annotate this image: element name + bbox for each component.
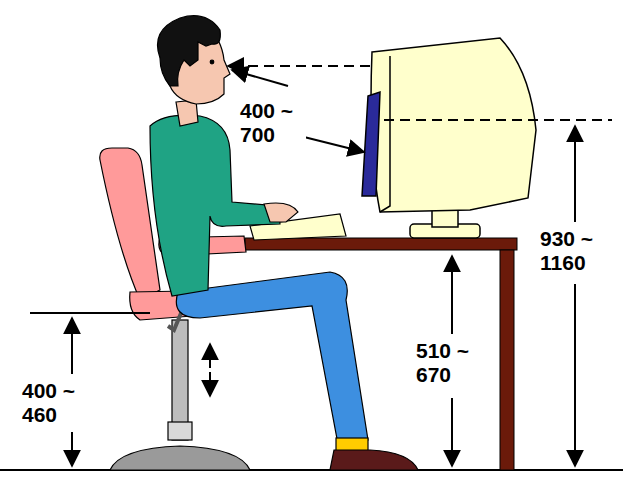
- floor-line: [0, 469, 623, 471]
- dimension-label: 400 ~ 460: [20, 378, 88, 428]
- person: [150, 16, 418, 470]
- desk: [245, 238, 517, 470]
- dimension-lines: [30, 66, 612, 466]
- dimension-label: 400 ~ 700: [238, 98, 306, 148]
- dimension-label: 510 ~ 670: [414, 338, 482, 388]
- dimension-label: 930 ~ 1160: [538, 226, 614, 276]
- monitor: [362, 38, 536, 238]
